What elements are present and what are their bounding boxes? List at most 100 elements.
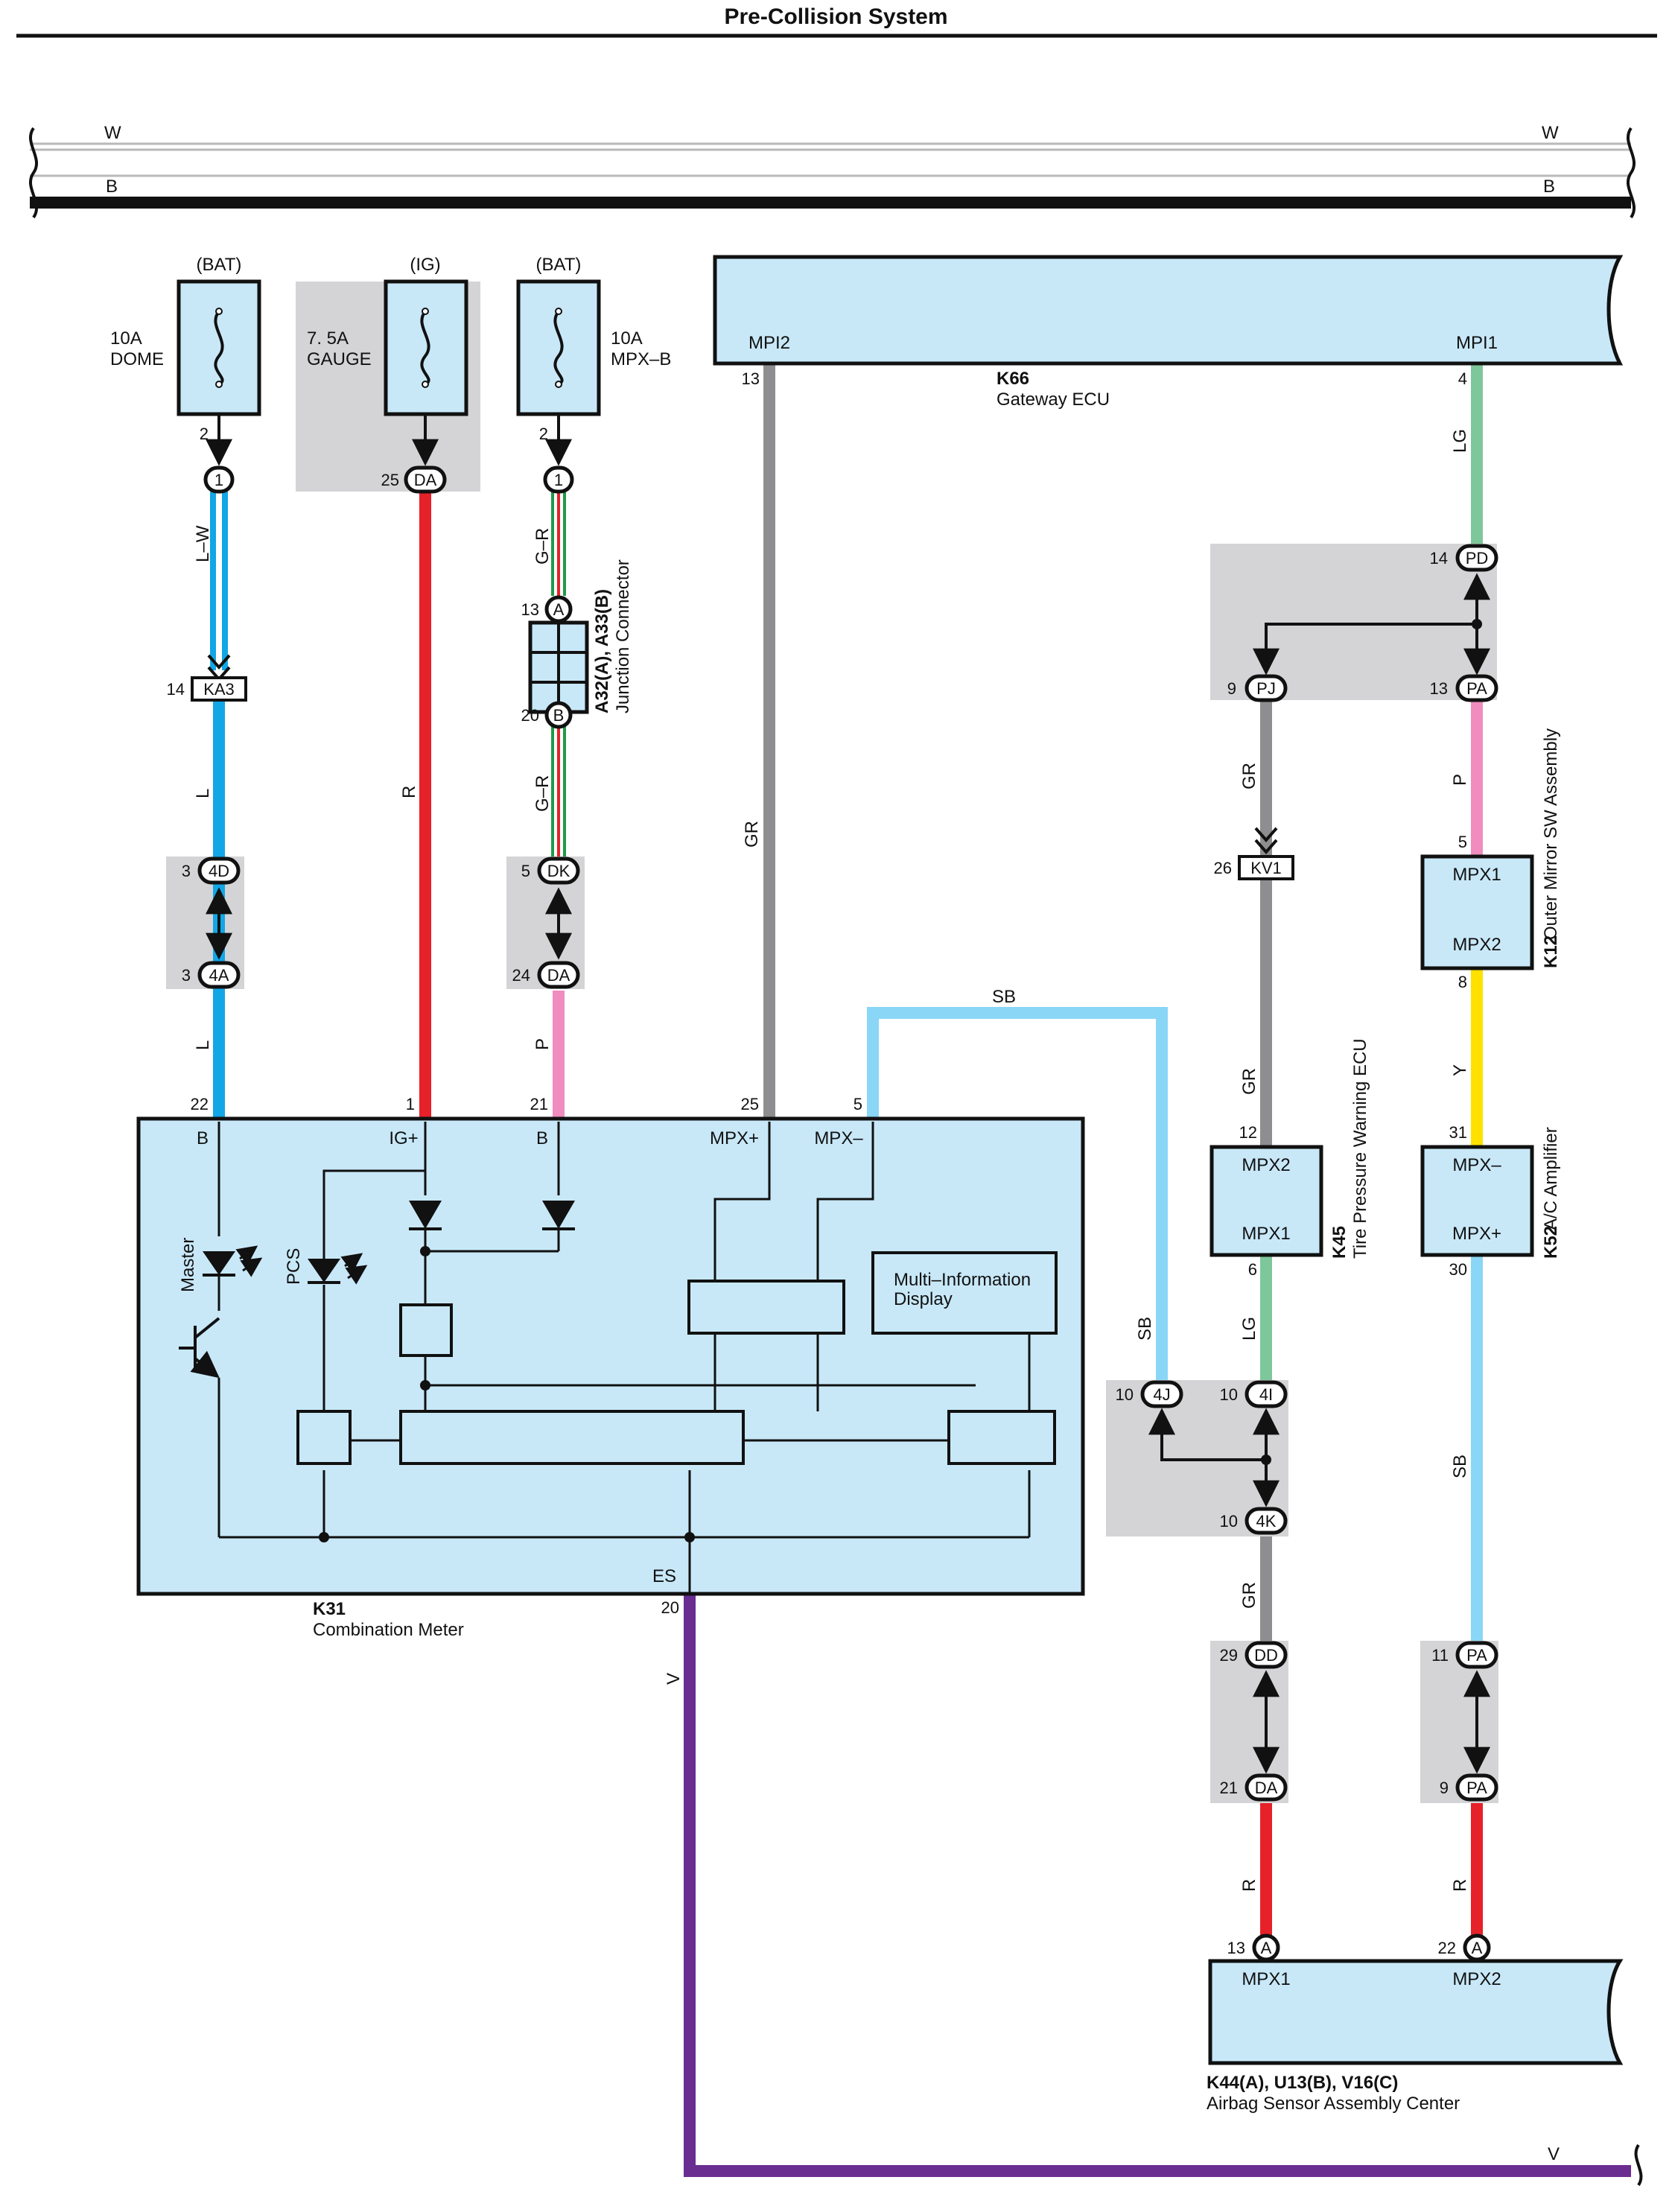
conn-da-no: 24 xyxy=(512,966,530,985)
conn-da: DA xyxy=(547,966,570,985)
fuse-dome: (BAT) 10A DOME 2 1 xyxy=(110,255,261,494)
wire-label-r-low1: R xyxy=(1239,1879,1259,1892)
conn-4i: 4I xyxy=(1259,1385,1273,1404)
junction-pin-b: B xyxy=(553,706,565,725)
conn-kv1-no: 26 xyxy=(1214,859,1232,877)
fuse-gauge-name: GAUGE xyxy=(307,349,372,369)
mid-line2: Display xyxy=(894,1289,953,1309)
junction-pin-a: A xyxy=(553,600,565,619)
gateway-pin-right: MPI1 xyxy=(1456,333,1498,353)
conn-pd: PD xyxy=(1466,549,1489,568)
wire-label-gr1: G–R xyxy=(533,528,553,565)
master-led-icon xyxy=(203,1245,263,1277)
junction-id: A32(A), A33(B) xyxy=(592,589,612,714)
conn-4d: 4D xyxy=(209,862,229,880)
meter-pin-mpxm: MPX– xyxy=(814,1128,863,1148)
conn-pj: PJ xyxy=(1256,679,1276,698)
wire-label-gr-gw: GR xyxy=(742,821,762,848)
tire-ecu-top-pin: MPX2 xyxy=(1242,1155,1290,1175)
splice-pd: PD 14 PJ 9 PA 13 xyxy=(1227,544,1498,702)
tire-ecu-id: K45 xyxy=(1329,1226,1350,1259)
fuse-mpxb-source: (BAT) xyxy=(536,255,582,275)
wire-label-v: V xyxy=(664,1673,684,1685)
wire-label-r-low2: R xyxy=(1450,1879,1470,1892)
meter-pin-no-b2: 21 xyxy=(530,1095,548,1113)
airbag-conn-right: A xyxy=(1472,1939,1483,1957)
wire-label-y: Y xyxy=(1450,1064,1470,1076)
gateway-pin-left-no: 13 xyxy=(742,369,760,388)
bus-b-left-label: B xyxy=(106,177,118,197)
fuse-icon xyxy=(420,310,430,386)
outer-mirror-sw: MPX1 MPX2 5 8 K12 Outer Mirror SW Assemb… xyxy=(1420,728,1561,991)
outer-mirror-name: Outer Mirror SW Assembly xyxy=(1541,728,1561,940)
fuse-mpxb-pin: 2 xyxy=(539,425,548,443)
conn-pa2-no: 11 xyxy=(1431,1646,1449,1665)
diode-icon xyxy=(542,1201,575,1230)
meter-display-driver-box xyxy=(947,1410,1056,1465)
ac-amplifier: MPX– MPX+ 31 30 K52 A/C Amplifier xyxy=(1420,1123,1561,1279)
multi-information-display xyxy=(871,1251,1058,1335)
gateway-id: K66 xyxy=(996,369,1029,389)
diode-icon xyxy=(409,1201,442,1230)
conn-dd-no: 29 xyxy=(1220,1646,1238,1665)
wire-label-gr-low: GR xyxy=(1239,1582,1259,1609)
meter-pin-ig: IG+ xyxy=(389,1128,418,1148)
bus-w-left-label: W xyxy=(104,123,121,143)
wire-label-l1: L xyxy=(193,789,213,798)
fuse-dome-source: (BAT) xyxy=(197,255,242,275)
meter-relay-box xyxy=(399,1303,453,1357)
wire-label-l2: L xyxy=(193,1040,213,1050)
meter-cpu-box xyxy=(399,1410,745,1465)
wires xyxy=(210,363,1643,2187)
fuse-gauge-pin: 25 xyxy=(381,471,399,489)
ac-amp-bottom-pin: MPX+ xyxy=(1452,1224,1501,1244)
pcs-label: PCS xyxy=(284,1248,304,1285)
bus-w-right-label: W xyxy=(1542,123,1559,143)
wire-label-gr-tp2: GR xyxy=(1239,1068,1259,1095)
fuse-dome-conn: 1 xyxy=(214,471,223,489)
meter-id: K31 xyxy=(313,1599,346,1619)
conn-dk: DK xyxy=(547,862,570,880)
fuse-dome-name: DOME xyxy=(110,349,164,369)
fuse-gauge-conn: DA xyxy=(414,471,437,489)
outer-mirror-bottom-pin: MPX2 xyxy=(1452,935,1501,955)
meter-driver-box xyxy=(296,1410,352,1465)
conn-ka3: KA3 xyxy=(203,680,235,699)
fuse-mpxb-conn: 1 xyxy=(554,471,563,489)
junction-pin-b-no: 20 xyxy=(521,706,539,725)
conn-dd: DD xyxy=(1254,1646,1278,1665)
mid-line1: Multi–Information xyxy=(894,1270,1031,1290)
meter-pin-no-ig: 1 xyxy=(406,1095,415,1113)
gateway-pin-right-no: 4 xyxy=(1458,369,1467,388)
tire-ecu-bottom-no: 6 xyxy=(1248,1260,1257,1279)
fuse-mpxb: (BAT) 10A MPX–B 2 1 xyxy=(516,255,671,494)
conn-pj-no: 9 xyxy=(1227,679,1236,698)
splice-dd: DD 29 DA 21 xyxy=(1220,1641,1288,1802)
wire-label-gr-tp1: GR xyxy=(1239,763,1259,789)
ac-amp-top-pin: MPX– xyxy=(1452,1155,1501,1175)
fuse-dome-rating: 10A xyxy=(110,328,142,349)
wire-label-gr2: G–R xyxy=(533,775,553,812)
gateway-pin-left: MPI2 xyxy=(748,333,790,353)
conn-4k: 4K xyxy=(1256,1512,1277,1531)
combination-meter: 22 1 21 25 5 B IG+ B MPX+ MPX– xyxy=(136,1095,1085,1640)
conn-pa2: PA xyxy=(1466,1646,1487,1665)
tire-ecu-name: Tire Pressure Warning ECU xyxy=(1350,1038,1370,1259)
conn-4i-no: 10 xyxy=(1220,1385,1238,1404)
conn-da-right-no: 21 xyxy=(1220,1779,1238,1797)
fuse-mpxb-rating: 10A xyxy=(611,328,643,349)
conn-pd-no: 14 xyxy=(1430,549,1448,568)
fuse-gauge-rating: 7. 5A xyxy=(307,328,349,349)
conn-ka3-no: 14 xyxy=(167,680,185,699)
conn-4a: 4A xyxy=(209,966,229,985)
meter-pin-mpxp: MPX+ xyxy=(710,1128,759,1148)
bus-v-right-label: V xyxy=(1548,2144,1560,2164)
conn-4j-no: 10 xyxy=(1116,1385,1134,1404)
outer-mirror-id: K12 xyxy=(1541,935,1561,968)
conn-da-right: DA xyxy=(1255,1779,1278,1797)
wire-label-r: R xyxy=(399,786,419,798)
master-label: Master xyxy=(178,1238,198,1292)
left-connectors: KA3 14 4D 3 4A 3 A 13 B 20 A32(A), A33(B… xyxy=(167,559,633,989)
conn-kv1: KV1 xyxy=(1250,859,1282,877)
